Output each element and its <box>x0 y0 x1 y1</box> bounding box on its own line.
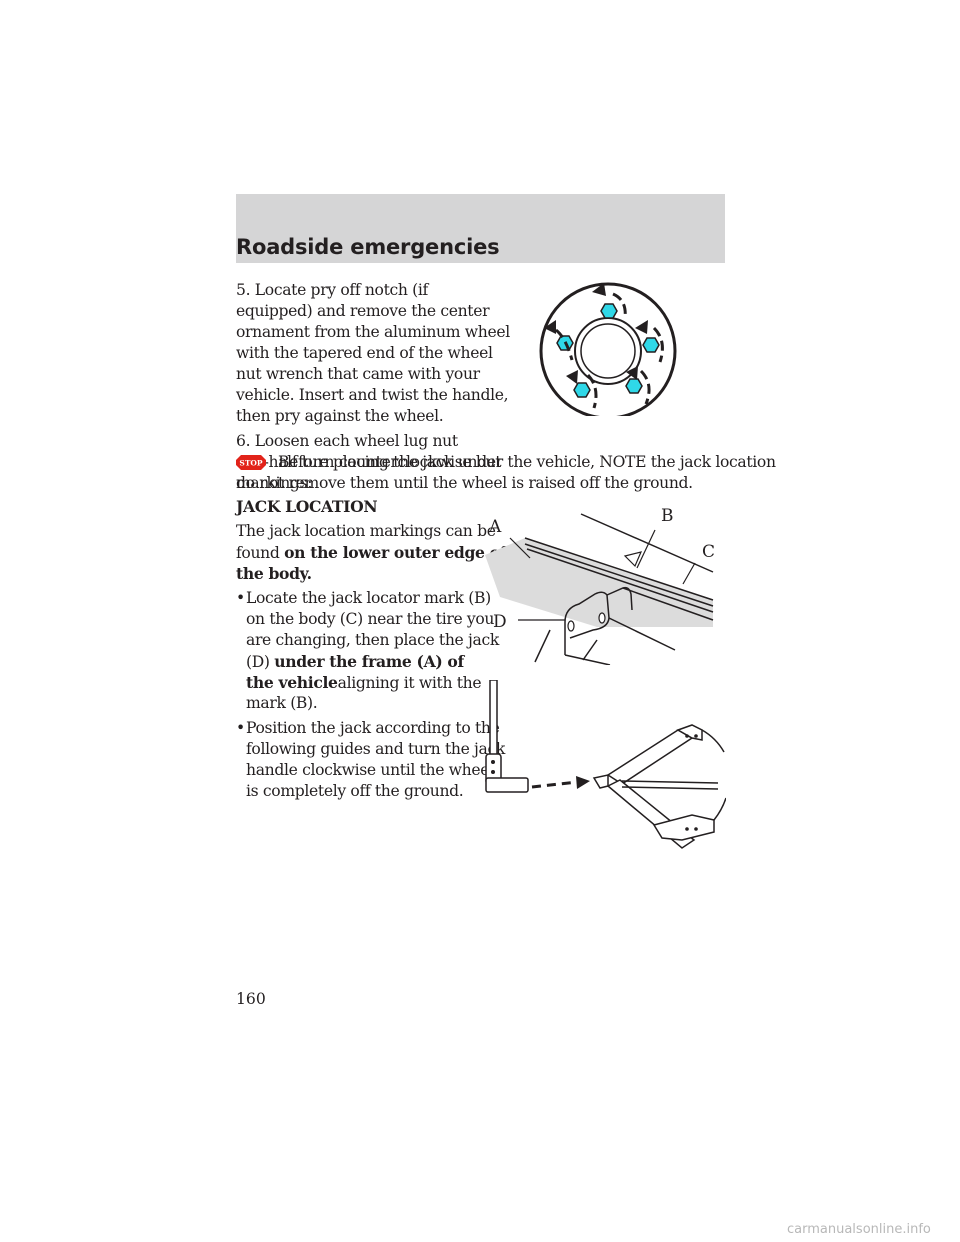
text-line: then pry against the wheel. <box>236 407 444 425</box>
text-line: the body. <box>236 564 312 583</box>
text-line: the vehiclealigning it with the <box>246 673 482 692</box>
jack-handle-diagram <box>485 680 726 849</box>
text-line: handle clockwise until the wheel <box>246 761 494 779</box>
text-line: vehicle. Insert and twist the handle, <box>236 386 509 404</box>
text-line: The jack location markings can be <box>236 522 496 540</box>
text-line: ornament from the aluminum wheel <box>236 323 510 341</box>
text-line: are changing, then place the jack <box>246 631 499 649</box>
text-line: following guides and turn the jack <box>246 740 505 758</box>
lug-nut-icon <box>556 303 660 398</box>
warning-text-cont: markings: <box>236 474 313 492</box>
bullet: • <box>236 589 246 607</box>
text-line: nut wrench that came with your <box>236 365 480 383</box>
stop-warning-icon: STOP <box>236 455 266 470</box>
watermark[interactable]: carmanualsonline.info <box>787 1222 931 1237</box>
svg-text:A: A <box>488 517 502 537</box>
svg-text:D: D <box>493 612 507 632</box>
text-line: do not remove them until the wheel is ra… <box>236 474 693 492</box>
text-line: on the body (C) near the tire you <box>246 610 495 628</box>
section-header-bar <box>236 194 725 263</box>
section-title: Roadside emergencies <box>236 235 500 259</box>
bullet: • <box>236 719 246 737</box>
jack-location-diagram: A B C D <box>485 506 715 665</box>
text-line: Locate the jack locator mark (B) <box>246 589 491 607</box>
text-line: mark (B). <box>246 694 318 712</box>
svg-text:STOP: STOP <box>239 459 263 468</box>
rotation-arrow-icon <box>544 283 648 384</box>
jack-location-heading: JACK LOCATION <box>236 497 378 516</box>
page-number: 160 <box>236 990 266 1008</box>
text-line: (D) under the frame (A) of <box>246 652 464 671</box>
text-line: 6. Loosen each wheel lug nut <box>236 432 458 450</box>
wheel-lug-nut-diagram <box>539 282 677 416</box>
text-line: 5. Locate pry off notch (if <box>236 281 428 299</box>
text-line: one-half turn counterclockwise but <box>236 453 502 471</box>
text-line: is completely off the ground. <box>246 782 464 800</box>
text-line: Position the jack according to the <box>246 719 500 737</box>
text-line: equipped) and remove the center <box>236 302 490 320</box>
warning-text: Before placing the jack under the vehicl… <box>278 453 776 471</box>
svg-text:C: C <box>702 542 715 562</box>
svg-text:B: B <box>661 506 674 526</box>
text-line: with the tapered end of the wheel <box>236 344 493 362</box>
text-line: found on the lower outer edge of <box>236 543 507 562</box>
